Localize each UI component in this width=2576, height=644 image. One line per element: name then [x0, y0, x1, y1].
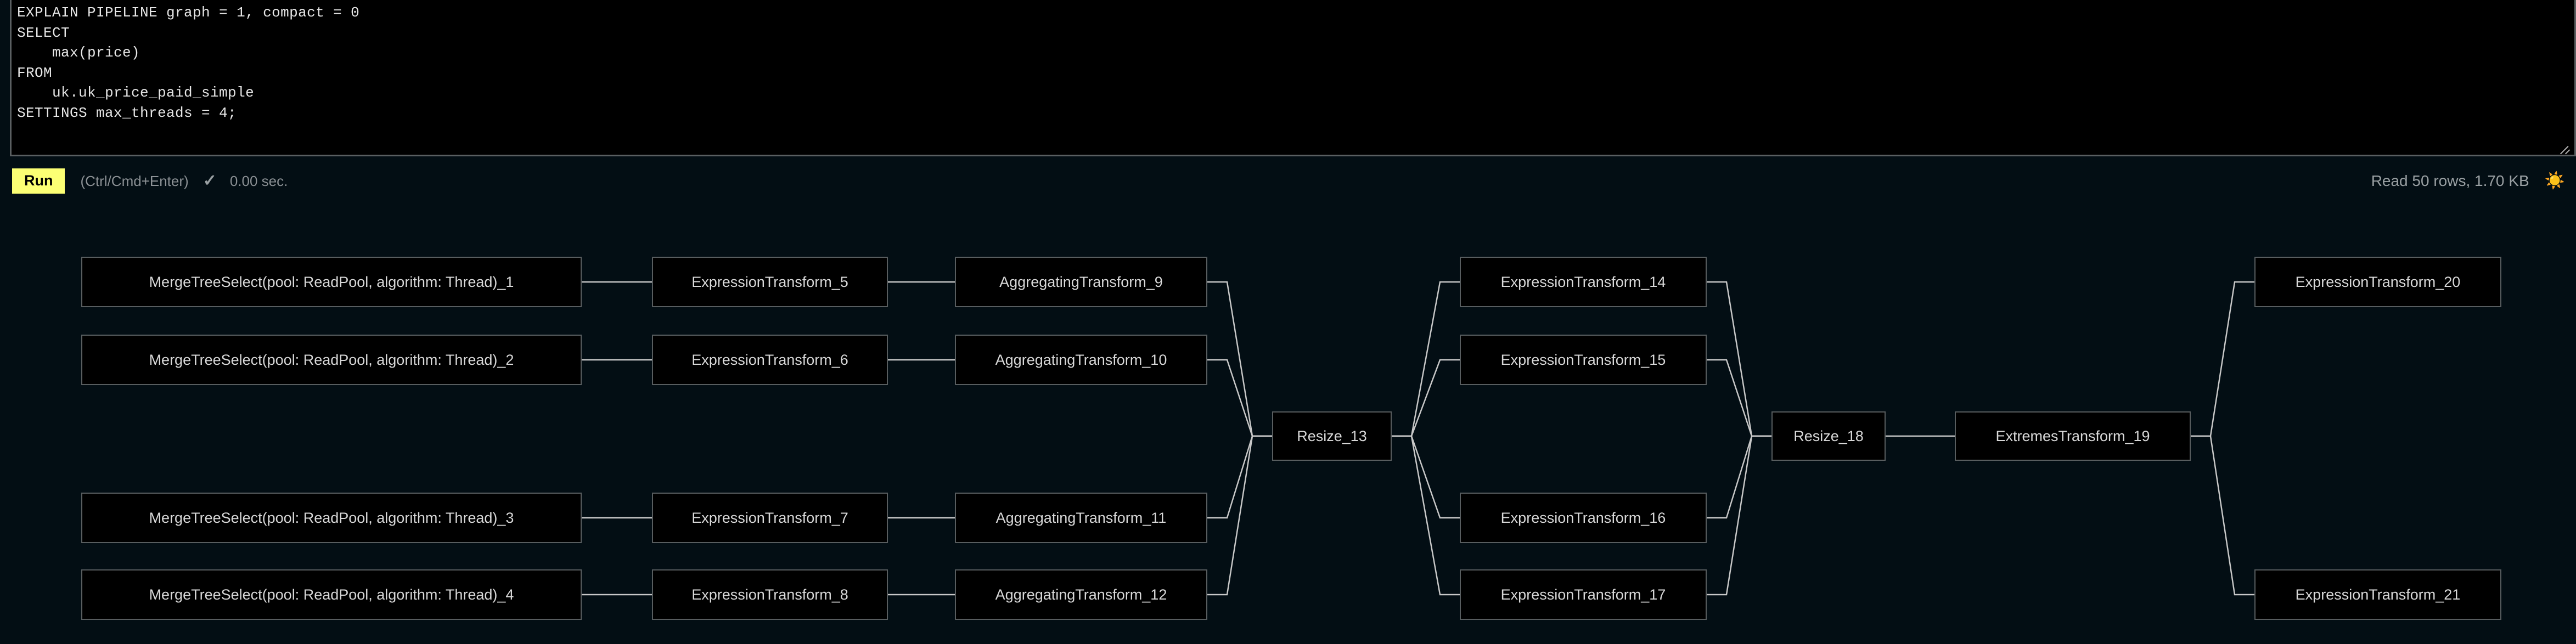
graph-node-label: AggregatingTransform_9 — [999, 273, 1163, 290]
graph-node-expressiontransform-6[interactable]: ExpressionTransform_6 — [652, 335, 888, 385]
graph-node-extremestransform-19[interactable]: ExtremesTransform_19 — [1955, 411, 2191, 461]
graph-node-expressiontransform-14[interactable]: ExpressionTransform_14 — [1460, 257, 1707, 307]
graph-edge — [1207, 435, 1272, 596]
sql-query-input[interactable] — [10, 0, 2576, 156]
graph-node-label: ExpressionTransform_17 — [1500, 586, 1666, 603]
run-shortcut-hint: (Ctrl/Cmd+Enter) — [80, 172, 189, 189]
resize-grip-icon[interactable] — [2560, 143, 2572, 155]
elapsed-time-label: 0.00 sec. — [229, 172, 288, 189]
graph-node-aggregatingtransform-11[interactable]: AggregatingTransform_11 — [955, 493, 1207, 543]
graph-node-label: ExpressionTransform_8 — [691, 586, 848, 603]
graph-node-label: MergeTreeSelect(pool: ReadPool, algorith… — [149, 509, 514, 526]
graph-node-expressiontransform-7[interactable]: ExpressionTransform_7 — [652, 493, 888, 543]
graph-edge — [1207, 435, 1272, 519]
graph-node-label: ExpressionTransform_14 — [1500, 273, 1666, 290]
graph-node-label: Resize_13 — [1297, 427, 1367, 444]
success-check-icon: ✓ — [203, 172, 217, 190]
graph-node-label: MergeTreeSelect(pool: ReadPool, algorith… — [149, 586, 514, 603]
graph-edge — [2191, 435, 2254, 596]
graph-node-label: AggregatingTransform_11 — [995, 509, 1167, 526]
graph-node-label: Resize_18 — [1793, 427, 1864, 444]
graph-node-resize-18[interactable]: Resize_18 — [1771, 411, 1886, 461]
graph-edge — [1707, 359, 1771, 437]
graph-edge-layer — [582, 281, 2254, 596]
sql-editor-container — [0, 0, 2576, 159]
graph-node-label: ExpressionTransform_16 — [1500, 509, 1666, 526]
graph-node-label: MergeTreeSelect(pool: ReadPool, algorith… — [149, 273, 514, 290]
graph-node-label: AggregatingTransform_12 — [995, 586, 1167, 603]
graph-node-resize-13[interactable]: Resize_13 — [1272, 411, 1392, 461]
graph-node-mergetreeselect-pool-readpool-algorithm-thread-4[interactable]: MergeTreeSelect(pool: ReadPool, algorith… — [81, 569, 582, 620]
editor-border-bottom — [10, 155, 2576, 156]
graph-node-label: ExtremesTransform_19 — [1995, 427, 2150, 444]
graph-edge — [1392, 435, 1460, 596]
graph-node-expressiontransform-8[interactable]: ExpressionTransform_8 — [652, 569, 888, 620]
graph-edge — [1207, 281, 1272, 437]
graph-node-mergetreeselect-pool-readpool-algorithm-thread-3[interactable]: MergeTreeSelect(pool: ReadPool, algorith… — [81, 493, 582, 543]
graph-edge — [1392, 435, 1460, 519]
graph-node-expressiontransform-17[interactable]: ExpressionTransform_17 — [1460, 569, 1707, 620]
graph-node-label: ExpressionTransform_6 — [691, 351, 848, 368]
query-toolbar: Run (Ctrl/Cmd+Enter) ✓ 0.00 sec. Read 50… — [0, 159, 2576, 203]
graph-node-label: ExpressionTransform_7 — [691, 509, 848, 526]
graph-node-label: AggregatingTransform_10 — [995, 351, 1167, 368]
graph-node-label: ExpressionTransform_20 — [2295, 273, 2461, 290]
graph-edge — [1707, 281, 1771, 437]
read-stats-label: Read 50 rows, 1.70 KB — [2371, 172, 2529, 189]
sun-icon[interactable]: ☀️ — [2544, 171, 2565, 190]
pipeline-graph: MergeTreeSelect(pool: ReadPool, algorith… — [0, 203, 2576, 644]
graph-node-aggregatingtransform-10[interactable]: AggregatingTransform_10 — [955, 335, 1207, 385]
graph-node-label: ExpressionTransform_5 — [691, 273, 848, 290]
graph-node-expressiontransform-15[interactable]: ExpressionTransform_15 — [1460, 335, 1707, 385]
graph-edge — [1392, 359, 1460, 437]
graph-node-aggregatingtransform-12[interactable]: AggregatingTransform_12 — [955, 569, 1207, 620]
graph-node-aggregatingtransform-9[interactable]: AggregatingTransform_9 — [955, 257, 1207, 307]
editor-border-right — [2574, 0, 2576, 156]
graph-edge — [1392, 281, 1460, 437]
graph-node-expressiontransform-5[interactable]: ExpressionTransform_5 — [652, 257, 888, 307]
graph-node-label: MergeTreeSelect(pool: ReadPool, algorith… — [149, 351, 514, 368]
graph-node-expressiontransform-21[interactable]: ExpressionTransform_21 — [2254, 569, 2501, 620]
graph-node-expressiontransform-16[interactable]: ExpressionTransform_16 — [1460, 493, 1707, 543]
graph-node-mergetreeselect-pool-readpool-algorithm-thread-2[interactable]: MergeTreeSelect(pool: ReadPool, algorith… — [81, 335, 582, 385]
graph-node-label: ExpressionTransform_15 — [1500, 351, 1666, 368]
graph-node-mergetreeselect-pool-readpool-algorithm-thread-1[interactable]: MergeTreeSelect(pool: ReadPool, algorith… — [81, 257, 582, 307]
graph-edge — [1707, 435, 1771, 596]
graph-node-label: ExpressionTransform_21 — [2295, 586, 2461, 603]
graph-edge — [2191, 281, 2254, 437]
run-button[interactable]: Run — [12, 168, 65, 194]
graph-edge — [1707, 435, 1771, 519]
graph-edge — [1207, 359, 1272, 437]
graph-node-expressiontransform-20[interactable]: ExpressionTransform_20 — [2254, 257, 2501, 307]
